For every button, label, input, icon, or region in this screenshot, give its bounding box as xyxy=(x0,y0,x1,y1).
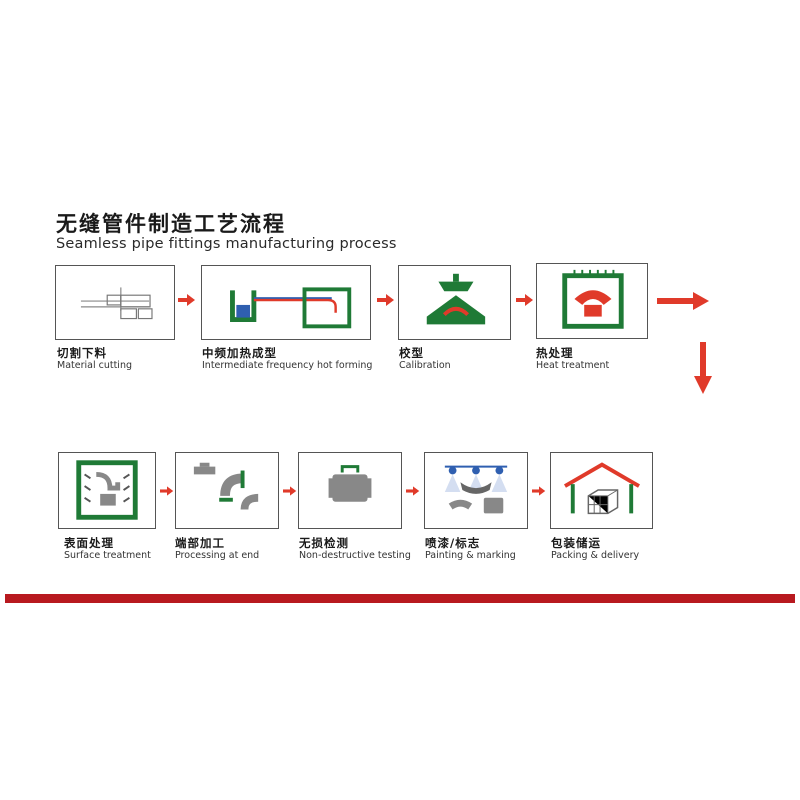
step-label-cn: 中频加热成型 xyxy=(202,346,277,360)
calibration-press-icon xyxy=(426,273,486,325)
step-label-en: Heat treatment xyxy=(536,360,610,371)
step-label-en: Non-destructive testing xyxy=(299,550,411,561)
step-box-painting xyxy=(424,452,528,529)
testing-device-icon xyxy=(328,465,372,502)
step-label-en: Intermediate frequency hot forming xyxy=(202,360,373,371)
spray-painting-icon xyxy=(444,465,508,514)
step-box-packing xyxy=(550,452,653,529)
step-box-end-processing xyxy=(175,452,279,529)
step-label-en: Packing & delivery xyxy=(551,550,640,561)
step-box-material-cutting xyxy=(55,265,175,340)
step-label-en: Painting & marking xyxy=(425,550,516,561)
step-label-cn: 无损检测 xyxy=(299,536,349,550)
step-label-cn: 切割下料 xyxy=(57,346,107,360)
surface-treatment-icon xyxy=(76,460,138,520)
arrow-right-icon xyxy=(178,294,195,306)
step-label-en: Material cutting xyxy=(57,360,132,371)
step-label-cn: 热处理 xyxy=(536,346,574,360)
step-label-cn: 包装储运 xyxy=(551,536,601,550)
arrow-down-big-icon xyxy=(694,342,712,394)
pipe-cutting-icon xyxy=(80,287,153,320)
end-processing-icon xyxy=(193,462,259,510)
warehouse-icon xyxy=(563,462,640,515)
step-label-en: Calibration xyxy=(399,360,451,371)
arrow-right-icon xyxy=(160,486,174,496)
step-label-cn: 校型 xyxy=(399,346,424,360)
step-box-calibration xyxy=(398,265,511,340)
diagram-title-cn: 无缝管件制造工艺流程 xyxy=(56,212,286,236)
arrow-right-icon xyxy=(406,486,420,496)
step-label-cn: 端部加工 xyxy=(175,536,225,550)
divider-bar xyxy=(5,594,795,603)
step-box-ndt xyxy=(298,452,402,529)
arrow-right-icon xyxy=(516,294,533,306)
diagram-title-en: Seamless pipe fittings manufacturing pro… xyxy=(56,236,397,252)
arrow-right-icon xyxy=(283,486,297,496)
step-label-en: Surface treatment xyxy=(64,550,151,561)
step-box-surface-treatment xyxy=(58,452,156,529)
step-label-cn: 表面处理 xyxy=(64,536,114,550)
furnace-icon xyxy=(562,269,624,329)
step-box-hot-forming xyxy=(201,265,371,340)
arrow-right-icon xyxy=(532,486,546,496)
hot-forming-icon xyxy=(230,287,352,329)
arrow-right-icon xyxy=(377,294,394,306)
step-label-en: Processing at end xyxy=(175,550,260,561)
step-label-cn: 喷漆/标志 xyxy=(425,536,481,550)
arrow-right-big-icon xyxy=(657,292,709,310)
step-box-heat-treatment xyxy=(536,263,648,339)
